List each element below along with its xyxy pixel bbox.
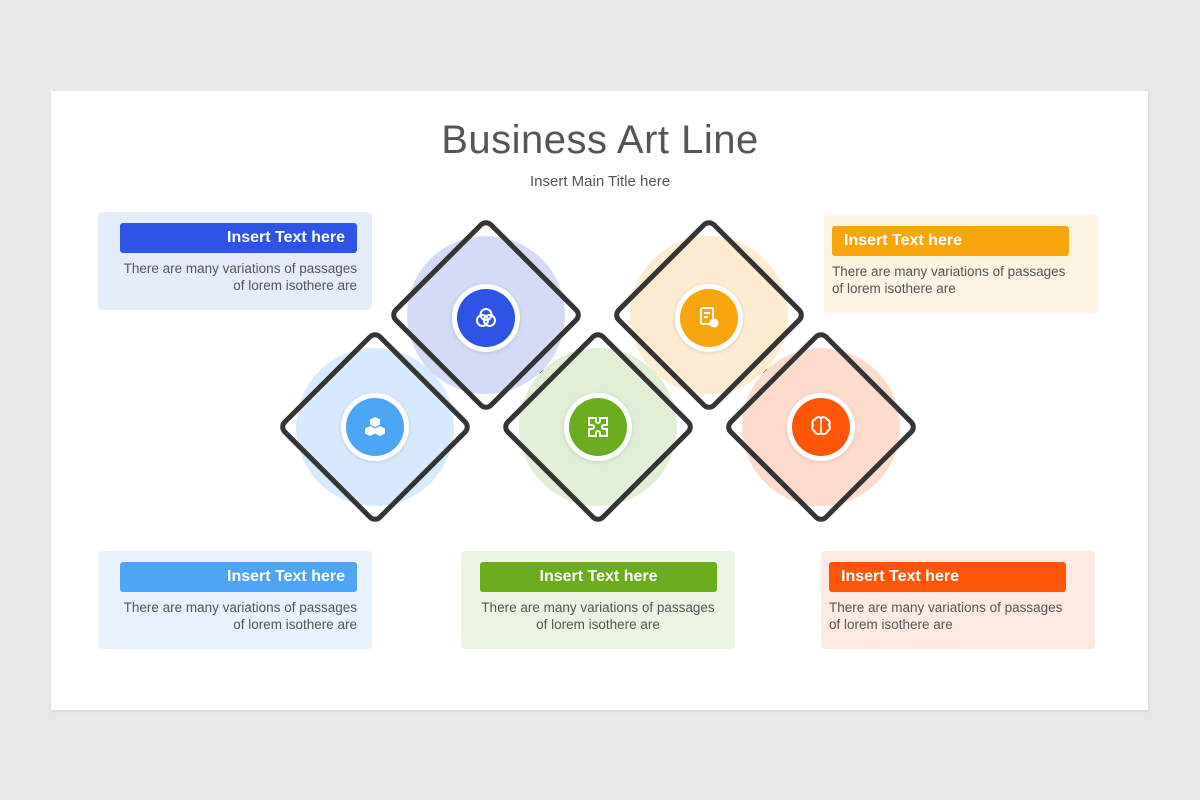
card-top-right: Insert Text here There are many variatio… bbox=[824, 215, 1098, 313]
card-line-2: of lorem isothere are bbox=[536, 617, 660, 632]
card-line-1: There are many variations of passages bbox=[832, 264, 1066, 279]
card-line-2: of lorem isothere are bbox=[233, 617, 357, 632]
card-bottom-left: Insert Text here There are many variatio… bbox=[98, 551, 372, 649]
brain-icon bbox=[811, 416, 831, 436]
card-line-2: of lorem isothere are bbox=[829, 617, 953, 632]
card-heading: Insert Text here bbox=[829, 562, 1066, 592]
diamond-3-outline bbox=[503, 332, 693, 522]
card-heading: Insert Text here bbox=[120, 562, 357, 592]
card-line-1: There are many variations of passages bbox=[123, 261, 357, 276]
card-line-1: There are many variations of passages bbox=[829, 600, 1063, 615]
card-bottom-right: Insert Text here There are many variatio… bbox=[821, 551, 1095, 649]
card-description: There are many variations of passages of… bbox=[832, 263, 1072, 297]
diamond-1-outline bbox=[280, 332, 470, 522]
card-description: There are many variations of passages of… bbox=[478, 599, 718, 633]
card-description: There are many variations of passages of… bbox=[117, 599, 357, 633]
card-top-left: Insert Text here There are many variatio… bbox=[98, 212, 372, 310]
diamond-1-icon-circle bbox=[346, 398, 404, 456]
diamond-4-outline bbox=[614, 220, 804, 410]
card-line-2: of lorem isothere are bbox=[832, 281, 956, 296]
document-gear-icon bbox=[700, 307, 719, 328]
card-line-1: There are many variations of passages bbox=[481, 600, 715, 615]
venn-icon bbox=[476, 308, 496, 327]
page-title: Business Art Line bbox=[441, 118, 759, 162]
card-heading: Insert Text here bbox=[832, 226, 1069, 256]
card-description: There are many variations of passages of… bbox=[829, 599, 1069, 633]
cubes-icon bbox=[365, 417, 385, 436]
diamond-5-outline bbox=[726, 332, 916, 522]
puzzle-icon bbox=[588, 417, 608, 437]
diamond-3-icon-circle bbox=[569, 398, 627, 456]
diamond-4-icon-circle bbox=[680, 289, 738, 347]
diamond-2-icon-circle bbox=[457, 289, 515, 347]
card-line-1: There are many variations of passages bbox=[123, 600, 357, 615]
page-subtitle: Insert Main Title here bbox=[529, 173, 671, 190]
card-bottom-center: Insert Text here There are many variatio… bbox=[461, 551, 735, 649]
card-line-2: of lorem isothere are bbox=[233, 278, 357, 293]
diamond-2-outline bbox=[391, 220, 581, 410]
card-heading: Insert Text here bbox=[480, 562, 717, 592]
card-heading: Insert Text here bbox=[120, 223, 357, 253]
diamond-5-icon-circle bbox=[792, 398, 850, 456]
card-description: There are many variations of passages of… bbox=[117, 260, 357, 294]
